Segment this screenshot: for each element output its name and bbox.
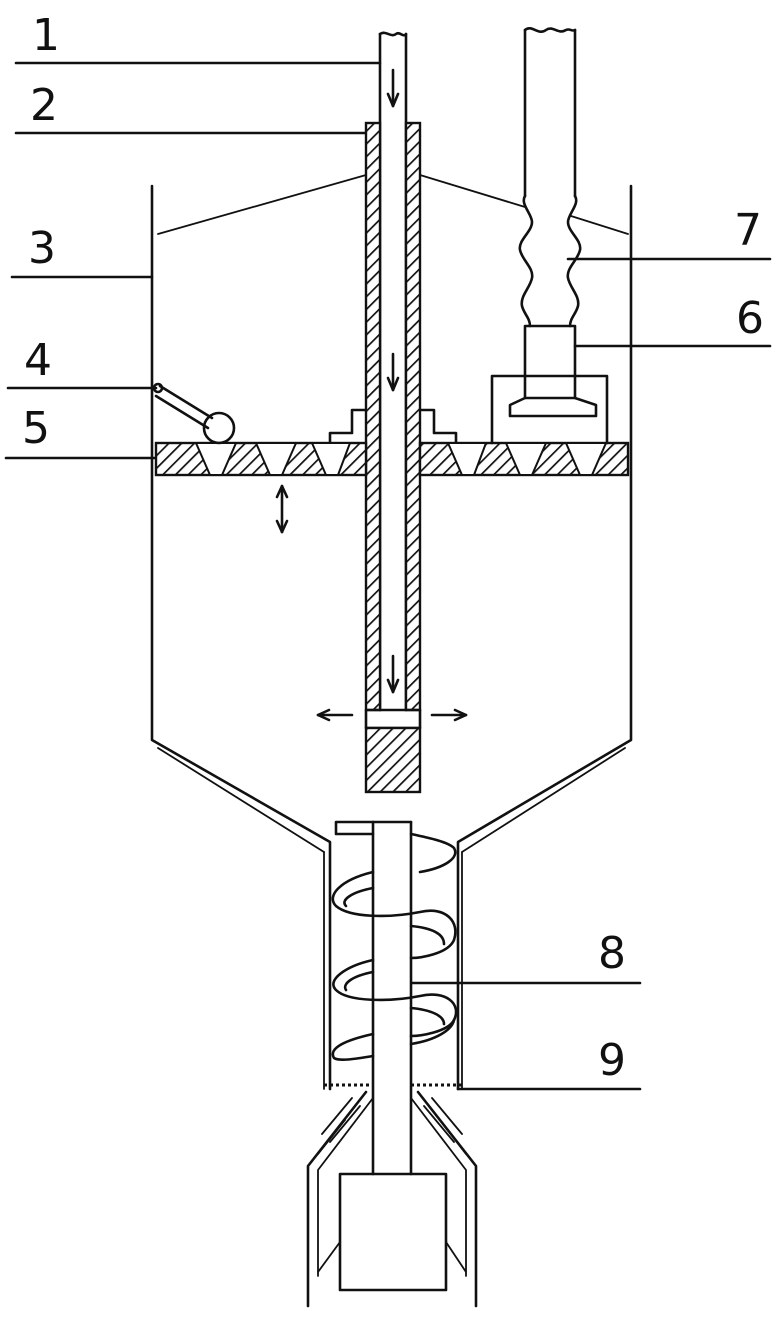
label-4: 4 [24, 335, 52, 386]
bellows-right [566, 194, 582, 328]
vibrator-assembly [490, 27, 609, 445]
label-8: 8 [598, 928, 626, 979]
part-labels: 1 2 3 4 5 6 7 8 9 [22, 10, 764, 1086]
screw-conveyor [331, 820, 458, 1176]
leader-lines [4, 61, 772, 1091]
housing-hatch-right [423, 1097, 467, 1155]
screw-flight-top [334, 820, 457, 874]
label-3: 3 [28, 223, 56, 274]
screw-flight-2 [332, 958, 458, 1038]
label-6: 6 [736, 293, 764, 344]
perforated-plate [154, 441, 630, 534]
discharge-housing [306, 1090, 478, 1308]
flow-arrow-down-icon [386, 68, 400, 108]
lever-arm-lower [154, 394, 210, 430]
outflow-arrow-left-icon [316, 708, 354, 722]
plate-hole [254, 442, 298, 476]
head-foot [508, 396, 598, 418]
plate-hole [446, 442, 488, 476]
vessel-right-wall [456, 184, 633, 1091]
label-1: 1 [32, 10, 60, 61]
head-housing [490, 374, 609, 445]
housing-foot-right [445, 1241, 467, 1273]
housing-foot-left [317, 1241, 341, 1273]
lever-ball [152, 382, 236, 445]
flow-arrow-down-icon [386, 352, 400, 392]
left-collar [328, 408, 368, 445]
screw-flight-3 [331, 1018, 456, 1061]
label-5: 5 [22, 403, 50, 454]
vertical-motion-arrow-icon [275, 484, 289, 534]
label-7: 7 [734, 205, 762, 256]
housing-right-outer [416, 1090, 478, 1308]
sleeve-right-hatch [404, 121, 422, 712]
flow-arrow-down-icon [386, 654, 400, 694]
material-surface-left [157, 174, 367, 235]
label-9: 9 [598, 1035, 626, 1086]
head-block [523, 324, 577, 400]
plate-hole [504, 442, 548, 476]
hatched-sleeve [316, 121, 468, 794]
drive-motor [338, 1172, 448, 1292]
housing-left-inner [317, 1097, 374, 1277]
vessel-body [150, 174, 633, 1091]
feed-tube-break [378, 31, 408, 37]
housing-left-outer [306, 1090, 368, 1308]
funnel-inner-right [461, 747, 626, 853]
plate-hole [564, 442, 608, 476]
feed-tube [378, 31, 408, 712]
outlet-gap [364, 708, 422, 730]
plate-hole [310, 442, 352, 476]
screw-flight-2-under [343, 970, 446, 1026]
outflow-arrow-right-icon [430, 708, 468, 722]
housing-hatch-left [317, 1097, 361, 1155]
sleeve-left-hatch [364, 121, 382, 712]
lever-ball-weight [202, 411, 236, 445]
right-collar [418, 408, 458, 445]
material-surface-right [419, 174, 629, 235]
screw-flight-1-under [343, 886, 446, 946]
rod-break [523, 27, 577, 33]
label-2: 2 [30, 80, 58, 131]
housing-right-inner [410, 1097, 467, 1277]
screw-flight-1 [331, 870, 457, 960]
lever-arm-upper [158, 384, 214, 420]
bottom-plug [364, 726, 422, 794]
bellows-left [518, 194, 534, 328]
funnel-inner-left [157, 747, 325, 853]
vessel-left-wall [150, 184, 332, 1091]
